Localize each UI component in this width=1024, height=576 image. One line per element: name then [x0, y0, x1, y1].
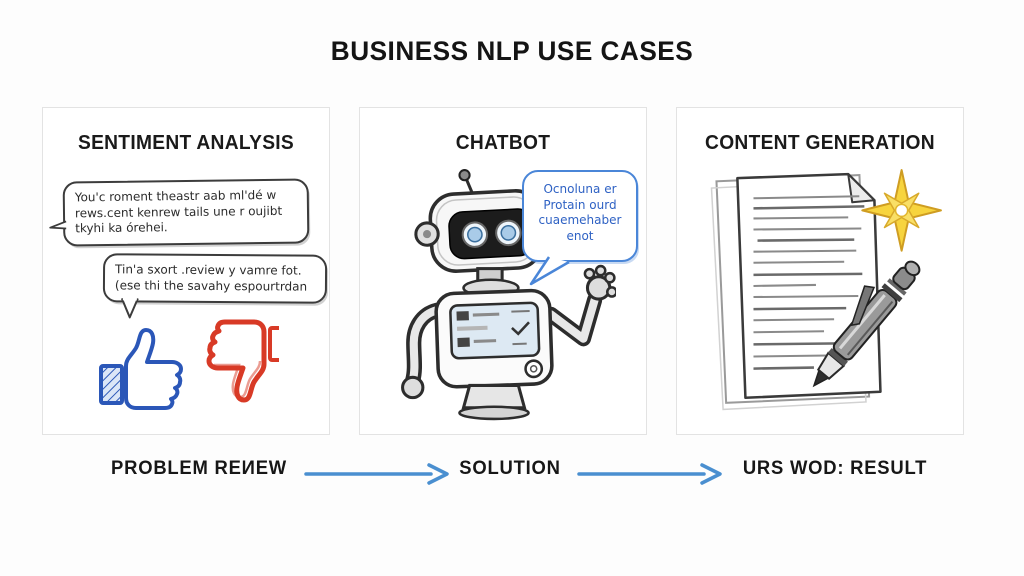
panel-content-generation: CONTENT GENERATION — [676, 107, 964, 435]
thumbs-up-icon — [99, 328, 183, 410]
bubble-tail-icon — [120, 297, 139, 319]
robot-torso — [434, 288, 554, 389]
bubble-tail-icon — [529, 256, 570, 286]
flow-step-result: URS WOD: RESULT — [742, 458, 928, 479]
robot-illustration — [401, 169, 616, 421]
robot-hand — [583, 264, 616, 301]
pen-icon — [812, 260, 921, 388]
sentiment-icons — [99, 319, 279, 410]
panel-heading-chatbot: CHATBOT — [455, 132, 551, 154]
review-text-2: Tin'a sxort .review y vamre fot. (ese th… — [114, 262, 308, 294]
bubble-tail-icon — [49, 220, 67, 230]
arrow-right-icon — [304, 463, 449, 485]
thumbs-down-icon — [206, 319, 279, 403]
chatbot-text: Ocnoluna er Protain ourd cuaemehaber eno… — [538, 182, 622, 243]
panel-heading-sentiment: SENTIMENT ANALYSIS — [77, 132, 295, 154]
robot-head — [414, 189, 544, 273]
arrow-right-icon — [577, 463, 722, 485]
page-title: BUSINESS NLP USE CASES — [330, 36, 694, 66]
panel-chatbot: CHATBOT — [359, 107, 647, 435]
review-speech-bubble-2: Tin'a sxort .review y vamre fot. (ese th… — [102, 253, 328, 319]
chatbot-speech-bubble: Ocnoluna er Protain ourd cuaemehaber eno… — [522, 170, 638, 286]
sparkle-icon — [861, 169, 942, 252]
flow-step-solution: SOLUTION — [459, 458, 561, 479]
flow-step-problem-review: PROBLEM REИEW — [111, 458, 287, 479]
document-text-lines — [753, 195, 865, 370]
panel-heading-content: CONTENT GENERATION — [705, 132, 935, 154]
review-speech-bubble-1: You'c roment theastr aab ml'dé w rews.ce… — [49, 178, 310, 247]
review-text-1: You'c roment theastr aab ml'dé w rews.ce… — [74, 187, 283, 236]
document-illustration — [710, 169, 942, 411]
panel-sentiment-analysis: SENTIMENT ANALYSIS You'c roment theastr … — [42, 107, 330, 435]
panels-row: SENTIMENT ANALYSIS You'c roment theastr … — [42, 107, 982, 435]
